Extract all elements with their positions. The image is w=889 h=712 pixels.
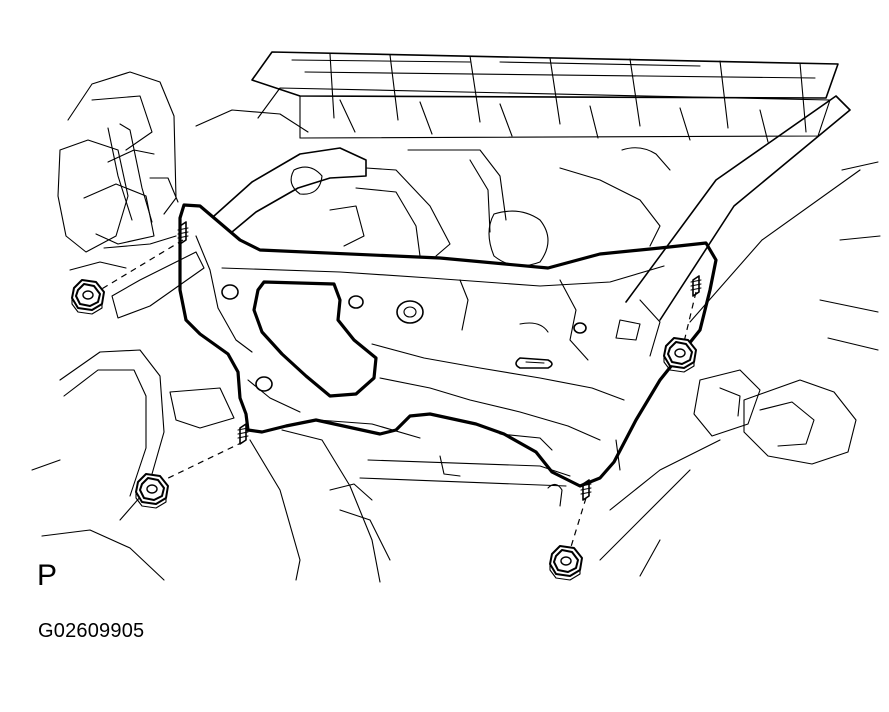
undercover-panel <box>178 203 718 488</box>
nut-icon <box>135 473 169 509</box>
stud-bottom-left <box>237 423 249 445</box>
view-letter-label: P <box>37 559 58 592</box>
stud-top-left <box>177 221 189 245</box>
background-structure <box>31 51 881 583</box>
assembly-guide-lines <box>99 239 697 551</box>
nut-icon <box>663 337 697 373</box>
stud-bottom-right <box>580 479 592 501</box>
figure-code: G02609905 <box>38 620 145 642</box>
nut-icon <box>549 545 583 581</box>
stud-top-right <box>690 275 702 297</box>
nut-icon <box>71 279 105 315</box>
